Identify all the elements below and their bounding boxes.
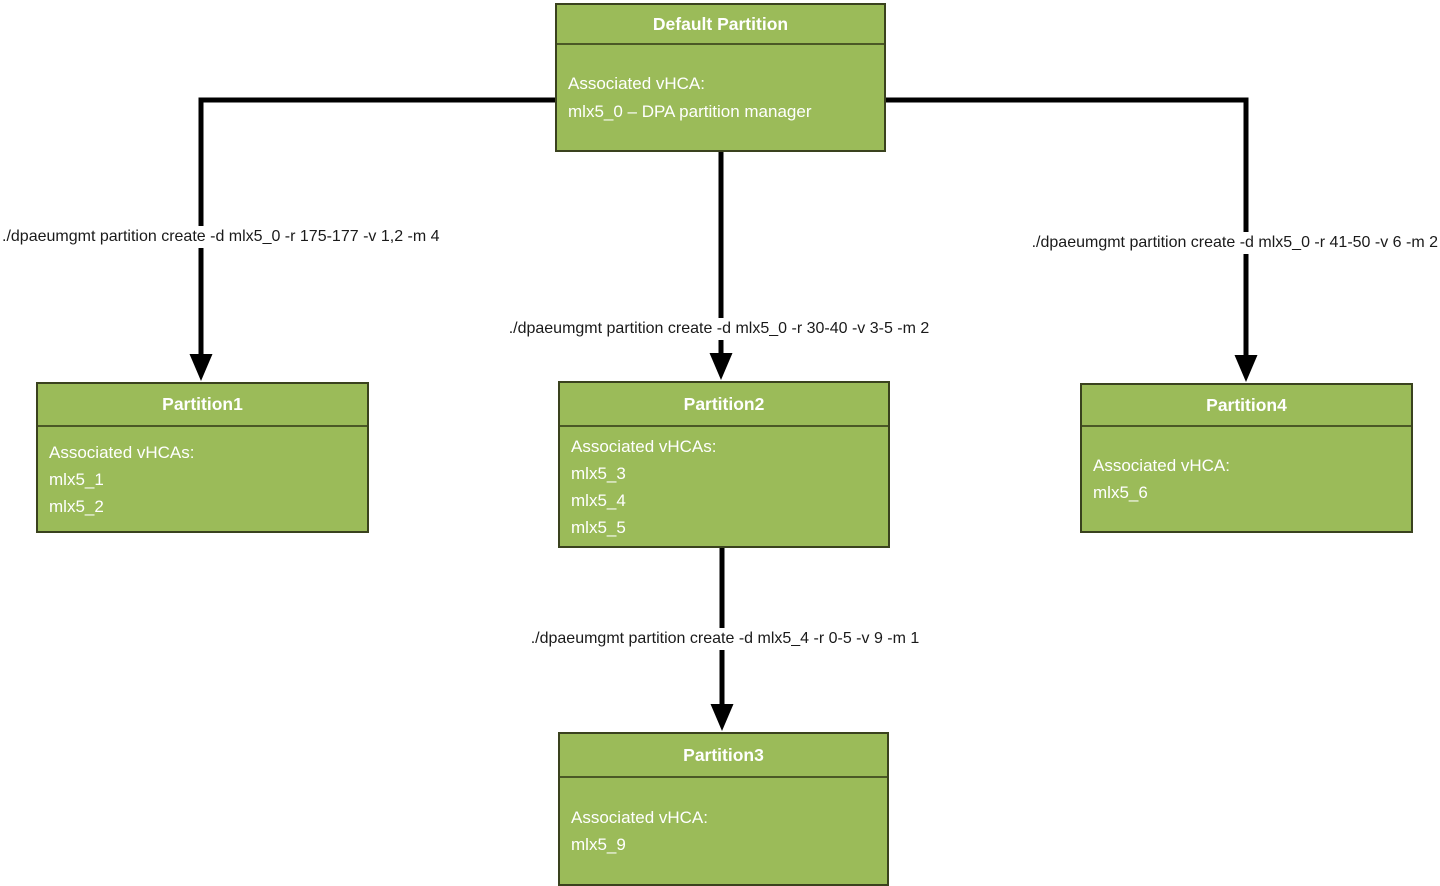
node-default-partition: Default Partition Associated vHCA: mlx5_… (555, 3, 886, 152)
edge-label-create-partition1-command: ./dpaeumgmt partition create -d mlx5_0 -… (0, 226, 442, 248)
node-partition3-body: Associated vHCA: mlx5_9 (560, 778, 887, 884)
node-body-line: Associated vHCA: (571, 808, 708, 827)
arrow-partition2-to-partition3 (710, 548, 734, 731)
node-partition2: Partition2 Associated vHCAs: mlx5_3 mlx5… (558, 381, 890, 548)
node-body-line: mlx5_1 (49, 469, 104, 489)
edge-label-create-partition3-command: ./dpaeumgmt partition create -d mlx5_4 -… (528, 628, 922, 650)
node-body-line: mlx5_5 (571, 517, 626, 537)
node-body-line: Associated vHCA: (568, 73, 705, 93)
node-body-line: Associated vHCA: (1093, 456, 1230, 475)
node-default-partition-body: Associated vHCA: mlx5_0 – DPA partition … (557, 45, 884, 150)
node-body-line: Associated vHCAs: (571, 436, 717, 456)
node-partition4-title: Partition4 (1082, 385, 1411, 427)
arrow-default-to-partition2 (709, 152, 733, 380)
arrow-default-to-partition1 (189, 97, 555, 381)
node-partition2-body: Associated vHCAs: mlx5_3 mlx5_4 mlx5_5 (560, 427, 888, 546)
node-partition4-body: Associated vHCA: mlx5_6 (1082, 427, 1411, 531)
node-body-line: mlx5_0 – DPA partition manager (568, 101, 812, 121)
node-partition4: Partition4 Associated vHCA: mlx5_6 (1080, 383, 1413, 533)
node-body-line: mlx5_9 (571, 835, 626, 854)
node-partition3-title: Partition3 (560, 734, 887, 778)
arrow-default-to-partition4 (886, 97, 1258, 382)
edge-label-create-partition2-command: ./dpaeumgmt partition create -d mlx5_0 -… (506, 318, 932, 340)
edge-label-create-partition4-command: ./dpaeumgmt partition create -d mlx5_0 -… (1029, 232, 1440, 254)
node-body-line: mlx5_2 (49, 496, 104, 516)
node-partition2-title: Partition2 (560, 383, 888, 427)
node-body-line: mlx5_3 (571, 463, 626, 483)
node-default-partition-title: Default Partition (557, 5, 884, 45)
node-partition3: Partition3 Associated vHCA: mlx5_9 (558, 732, 889, 886)
node-partition1-title: Partition1 (38, 384, 367, 427)
node-partition1: Partition1 Associated vHCAs: mlx5_1 mlx5… (36, 382, 369, 533)
node-body-line: mlx5_4 (571, 490, 626, 510)
node-body-line: Associated vHCAs: (49, 442, 195, 462)
node-partition1-body: Associated vHCAs: mlx5_1 mlx5_2 (38, 427, 367, 531)
node-body-line: mlx5_6 (1093, 483, 1148, 502)
